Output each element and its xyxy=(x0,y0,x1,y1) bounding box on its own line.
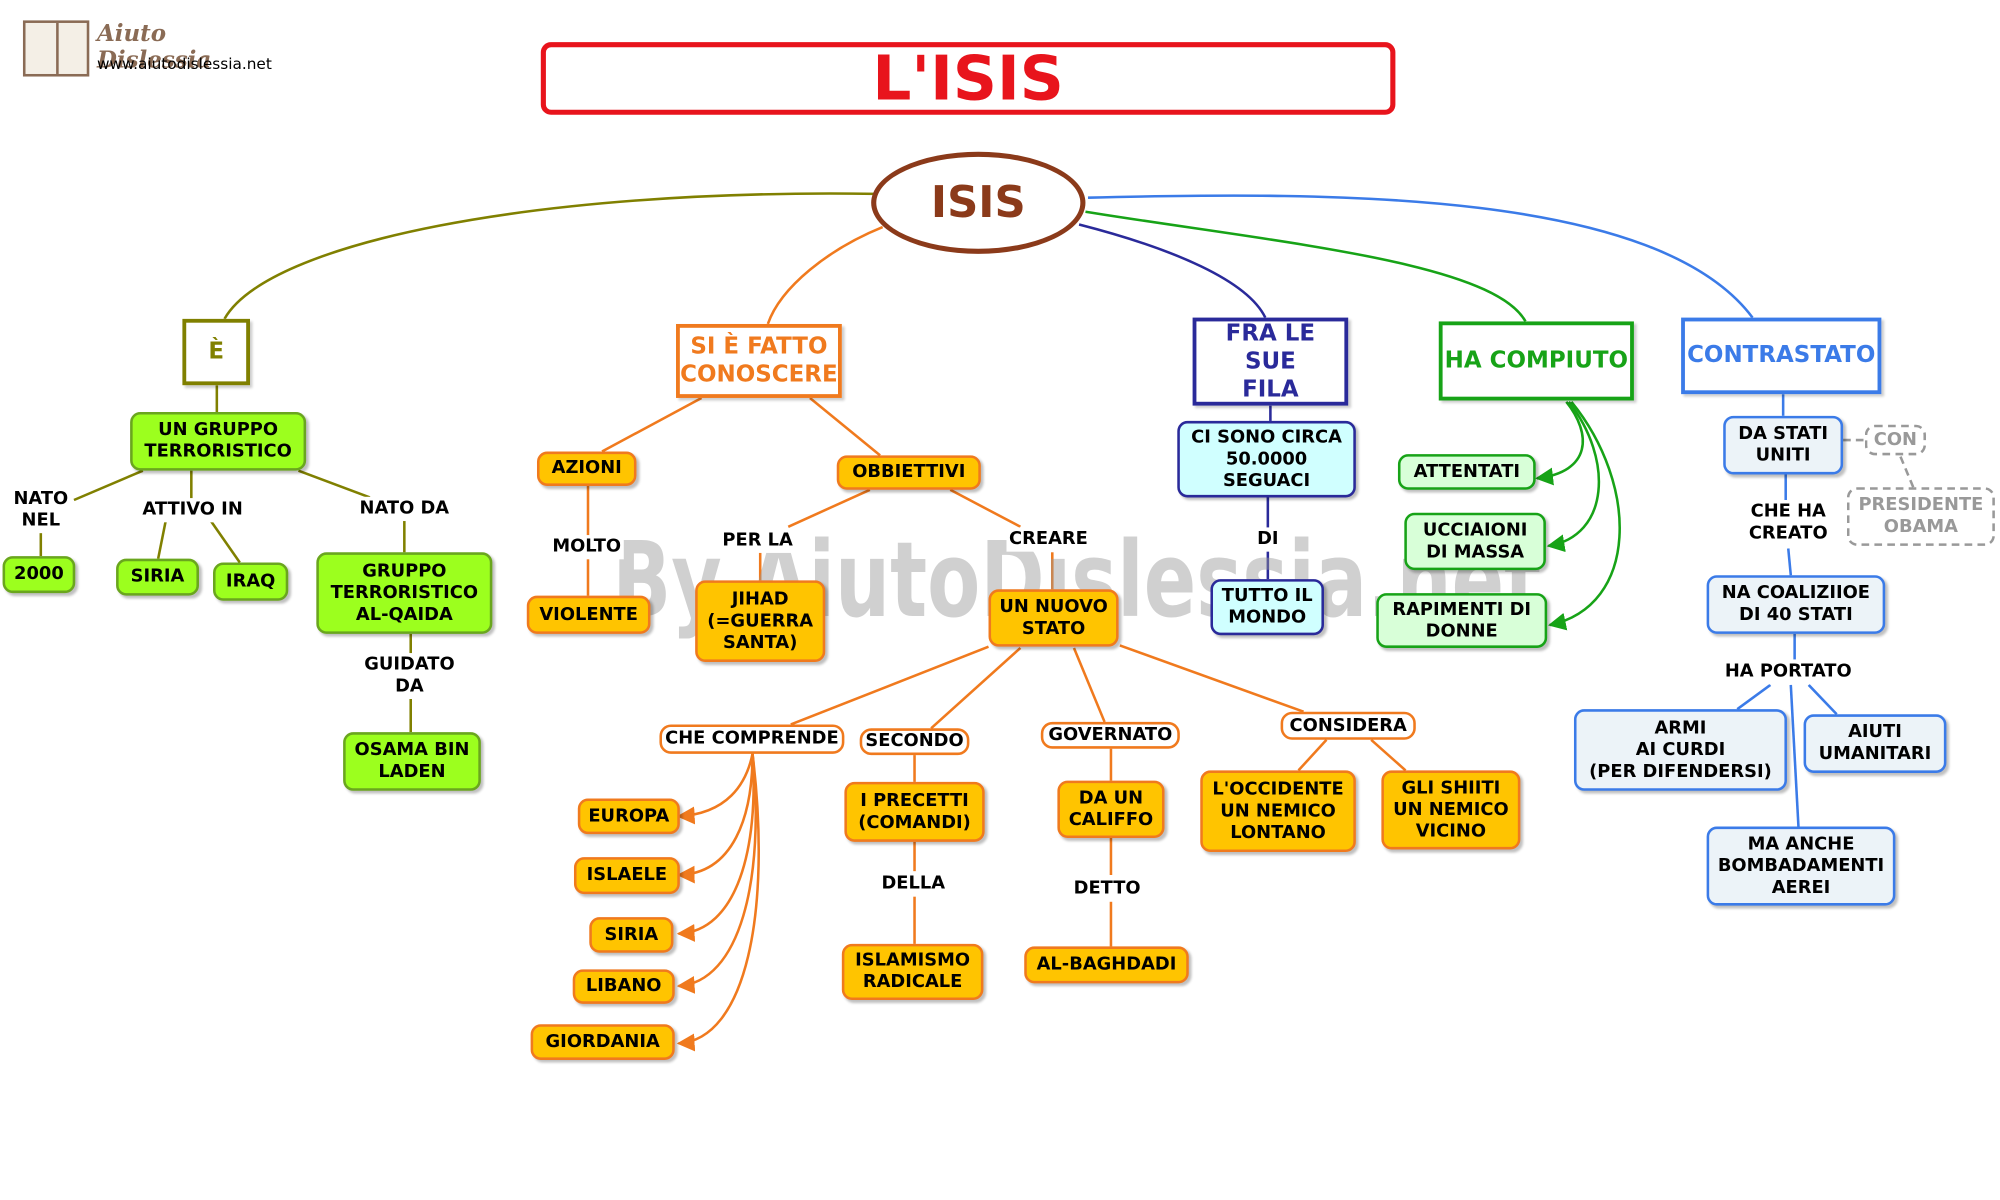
link-per-la: PER LA xyxy=(719,528,796,553)
logo-title: Aiuto Dislessia xyxy=(96,20,212,74)
node-siria-attivo[interactable]: SIRIA xyxy=(116,558,199,596)
node-seguaci[interactable]: CI SONO CIRCA 50.0000 SEGUACI xyxy=(1177,420,1356,498)
node-aiuti-umanitari[interactable]: AIUTI UMANITARI xyxy=(1803,714,1947,773)
node-califfo[interactable]: DA UN CALIFFO xyxy=(1057,780,1165,839)
node-jihad[interactable]: JIHAD (=GUERRA SANTA) xyxy=(695,580,826,662)
link-governato: GOVERNATO xyxy=(1040,721,1180,749)
node-bombardamenti[interactable]: MA ANCHE BOMBADAMENTI AEREI xyxy=(1706,826,1896,906)
link-detto: DETTO xyxy=(1071,876,1144,902)
aiutodislessia-logo[interactable]: Aiuto Dislessia www.aiutodislessia.net xyxy=(22,18,278,82)
node-giordania[interactable]: GIORDANIA xyxy=(530,1024,675,1060)
node-osama-bin-laden[interactable]: OSAMA BIN LADEN xyxy=(343,732,481,791)
node-iraq[interactable]: IRAQ xyxy=(213,562,289,601)
node-stati-uniti[interactable]: DA STATI UNITI xyxy=(1723,415,1844,475)
node-al-qaida[interactable]: GRUPPO TERRORISTICO AL-QAIDA xyxy=(316,552,493,634)
node-occidente[interactable]: L'OCCIDENTE UN NEMICO LONTANO xyxy=(1200,770,1356,853)
node-nuovo-stato[interactable]: UN NUOVO STATO xyxy=(988,589,1119,647)
node-armi-ai-curdi[interactable]: ARMI AI CURDI (PER DIFENDERSI) xyxy=(1573,709,1787,791)
node-obbiettivi[interactable]: OBBIETTIVI xyxy=(836,455,981,490)
link-della: DELLA xyxy=(878,871,948,897)
link-di: DI xyxy=(1254,527,1282,552)
node-al-baghdadi[interactable]: AL-BAGHDADI xyxy=(1024,946,1189,984)
link-con: CON xyxy=(1864,424,1927,456)
link-secondo: SECONDO xyxy=(859,728,970,756)
node-tutto-il-mondo[interactable]: TUTTO IL MONDO xyxy=(1210,579,1324,636)
node-europa[interactable]: EUROPA xyxy=(577,798,680,835)
branch-conoscere-header[interactable]: SI È FATTO CONOSCERE xyxy=(676,323,842,398)
node-libano[interactable]: LIBANO xyxy=(572,969,675,1004)
link-nato-da: NATO DA xyxy=(356,496,452,522)
page-title: L'ISIS xyxy=(540,42,1396,115)
link-molto: MOLTO xyxy=(549,535,624,560)
link-attivo-in: ATTIVO IN xyxy=(139,498,246,523)
link-guidato-da: GUIDATO DA xyxy=(361,653,458,699)
node-gruppo-terroristico[interactable]: UN GRUPPO TERRORISTICO xyxy=(130,411,307,471)
node-ucciaioni[interactable]: UCCIAIONI DI MASSA xyxy=(1404,512,1546,571)
node-violente[interactable]: VIOLENTE xyxy=(526,595,651,634)
branch-contrastato-header[interactable]: CONTRASTATO xyxy=(1681,317,1882,395)
link-ha-portato: HA PORTATO xyxy=(1722,660,1855,685)
node-attentati[interactable]: ATTENTATI xyxy=(1397,454,1536,490)
node-2000[interactable]: 2000 xyxy=(2,556,76,594)
branch-e-header[interactable]: È xyxy=(182,318,250,386)
link-che-comprende: CHE COMPRENDE xyxy=(659,724,845,754)
central-node[interactable]: ISIS xyxy=(871,151,1086,254)
node-islaele[interactable]: ISLAELE xyxy=(573,857,680,895)
node-siria-stato[interactable]: SIRIA xyxy=(589,917,674,953)
book-icon xyxy=(22,20,90,77)
branch-fila-header[interactable]: FRA LE SUE FILA xyxy=(1192,317,1349,406)
node-precetti[interactable]: I PRECETTI (COMANDI) xyxy=(844,781,985,842)
node-coalizione[interactable]: NA COALIZIIOE DI 40 STATI xyxy=(1706,575,1886,634)
node-islamismo-radicale[interactable]: ISLAMISMO RADICALE xyxy=(841,943,984,1000)
branch-compiuto-header[interactable]: HA COMPIUTO xyxy=(1438,321,1634,401)
link-considera: CONSIDERA xyxy=(1280,711,1416,740)
node-shiiti[interactable]: GLI SHIITI UN NEMICO VICINO xyxy=(1381,770,1521,850)
link-che-ha-creato: CHE HA CREATO xyxy=(1746,499,1831,546)
node-azioni[interactable]: AZIONI xyxy=(536,451,637,486)
link-nato-nel: NATO NEL xyxy=(10,487,71,534)
node-rapimenti[interactable]: RAPIMENTI DI DONNE xyxy=(1376,593,1548,648)
node-presidente-obama[interactable]: PRESIDENTE OBAMA xyxy=(1846,487,1995,546)
logo-url[interactable]: www.aiutodislessia.net xyxy=(96,54,272,73)
link-creare: CREARE xyxy=(1006,527,1091,552)
